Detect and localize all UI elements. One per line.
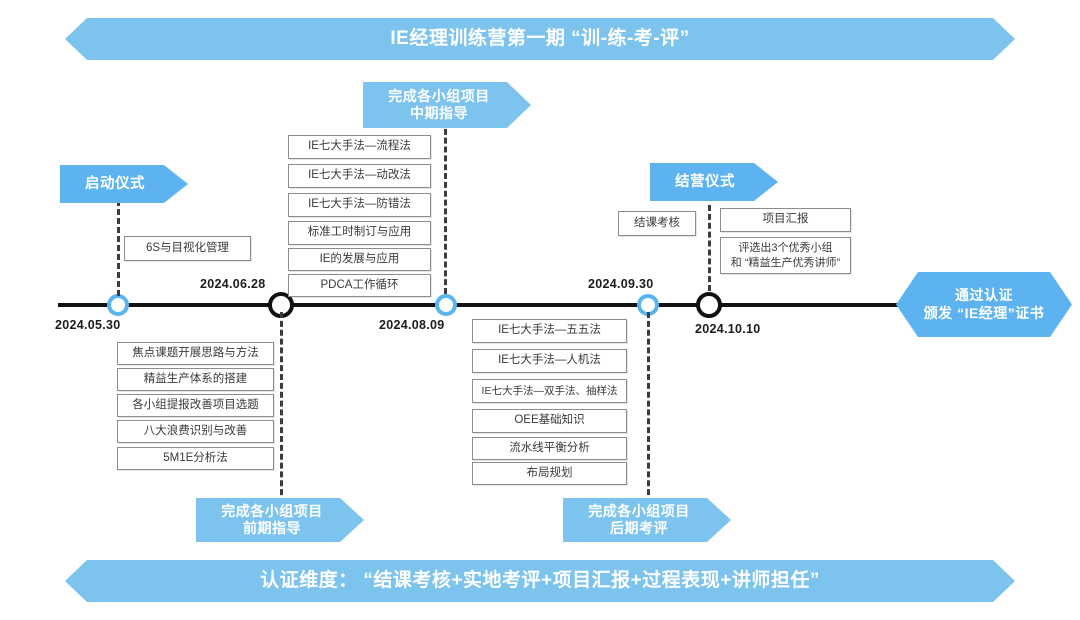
course-box-report[interactable]: 项目汇报 — [720, 208, 851, 232]
milestone-kickoff[interactable]: 启动仪式 — [60, 165, 188, 203]
course-box-p1-3[interactable]: 八大浪费识别与改善 — [117, 420, 274, 443]
course-box-exam[interactable]: 结课考核 — [618, 211, 696, 236]
connector-kickoff — [117, 200, 120, 296]
course-box-p1-2[interactable]: 各小组提报改善项目选题 — [117, 394, 274, 417]
course-box-p3-2[interactable]: IE七大手法—双手法、抽样法 — [472, 379, 627, 403]
course-box-p1-1[interactable]: 精益生产体系的搭建 — [117, 368, 274, 391]
date-label-2024-05-30: 2024.05.30 — [55, 318, 121, 332]
milestone-early-guidance-label: 完成各小组项目 前期指导 — [221, 502, 323, 537]
milestone-closing-shape — [650, 163, 778, 201]
milestone-closing[interactable]: 结营仪式 — [650, 163, 778, 201]
milestone-midterm-shape — [363, 82, 531, 128]
milestone-late-review-shape — [563, 498, 731, 542]
course-box-p1-4[interactable]: 5M1E分析法 — [117, 447, 274, 470]
connector-closing — [708, 205, 711, 291]
timeline-axis — [58, 303, 953, 307]
timeline-node-2024-05-30[interactable] — [107, 294, 129, 316]
milestone-early-guidance-shape — [196, 498, 364, 542]
header-title: IE经理训练营第一期 “训-练-考-评” — [390, 28, 690, 50]
milestone-certified[interactable]: 通过认证 颁发 “IE经理”证书 — [896, 272, 1072, 337]
milestone-early-guidance[interactable]: 完成各小组项目 前期指导 — [196, 498, 364, 542]
milestone-certified-shape — [896, 272, 1072, 337]
date-label-2024-10-10: 2024.10.10 — [695, 322, 761, 336]
course-box-p1-0[interactable]: 焦点课题开展思路与方法 — [117, 342, 274, 365]
timeline-node-2024-10-10[interactable] — [696, 292, 722, 318]
course-box-p2-5[interactable]: PDCA工作循环 — [288, 274, 431, 297]
timeline-node-2024-08-09[interactable] — [435, 294, 457, 316]
course-box-p3-1[interactable]: IE七大手法—人机法 — [472, 349, 627, 373]
connector-phase2 — [444, 120, 447, 294]
course-box-p2-4[interactable]: IE的发展与应用 — [288, 248, 431, 271]
milestone-closing-label: 结营仪式 — [675, 173, 735, 190]
milestone-midterm[interactable]: 完成各小组项目 中期指导 — [363, 82, 531, 128]
connector-phase3 — [647, 312, 650, 504]
connector-phase1 — [280, 312, 283, 504]
header-banner-shape — [65, 18, 1015, 60]
date-label-2024-06-28: 2024.06.28 — [200, 277, 266, 291]
footer-title: 认证维度： “结课考核+实地考评+项目汇报+过程表现+讲师担任” — [260, 570, 820, 592]
course-box-p3-4[interactable]: 流水线平衡分析 — [472, 437, 627, 460]
course-box-p3-0[interactable]: IE七大手法—五五法 — [472, 319, 627, 343]
course-box-6s[interactable]: 6S与目视化管理 — [124, 236, 251, 261]
milestone-kickoff-shape — [60, 165, 188, 203]
header-banner: IE经理训练营第一期 “训-练-考-评” — [65, 18, 1015, 60]
course-box-p3-5[interactable]: 布局规划 — [472, 462, 627, 485]
course-box-p2-2[interactable]: IE七大手法—防错法 — [288, 193, 431, 217]
course-box-p3-3[interactable]: OEE基础知识 — [472, 409, 627, 433]
date-label-2024-08-09: 2024.08.09 — [379, 318, 445, 332]
milestone-midterm-label: 完成各小组项目 中期指导 — [388, 87, 490, 122]
course-box-p2-0[interactable]: IE七大手法—流程法 — [288, 135, 431, 159]
course-box-award[interactable]: 评选出3个优秀小组 和 “精益生产优秀讲师” — [720, 237, 851, 274]
date-label-2024-09-30: 2024.09.30 — [588, 277, 654, 291]
footer-banner: 认证维度： “结课考核+实地考评+项目汇报+过程表现+讲师担任” — [65, 560, 1015, 602]
milestone-late-review[interactable]: 完成各小组项目 后期考评 — [563, 498, 731, 542]
course-box-p2-1[interactable]: IE七大手法—动改法 — [288, 164, 431, 188]
footer-banner-shape — [65, 560, 1015, 602]
milestone-kickoff-label: 启动仪式 — [85, 175, 145, 192]
milestone-late-review-label: 完成各小组项目 后期考评 — [588, 502, 690, 537]
course-box-p2-3[interactable]: 标准工时制订与应用 — [288, 221, 431, 245]
milestone-certified-label: 通过认证 颁发 “IE经理”证书 — [923, 287, 1045, 321]
